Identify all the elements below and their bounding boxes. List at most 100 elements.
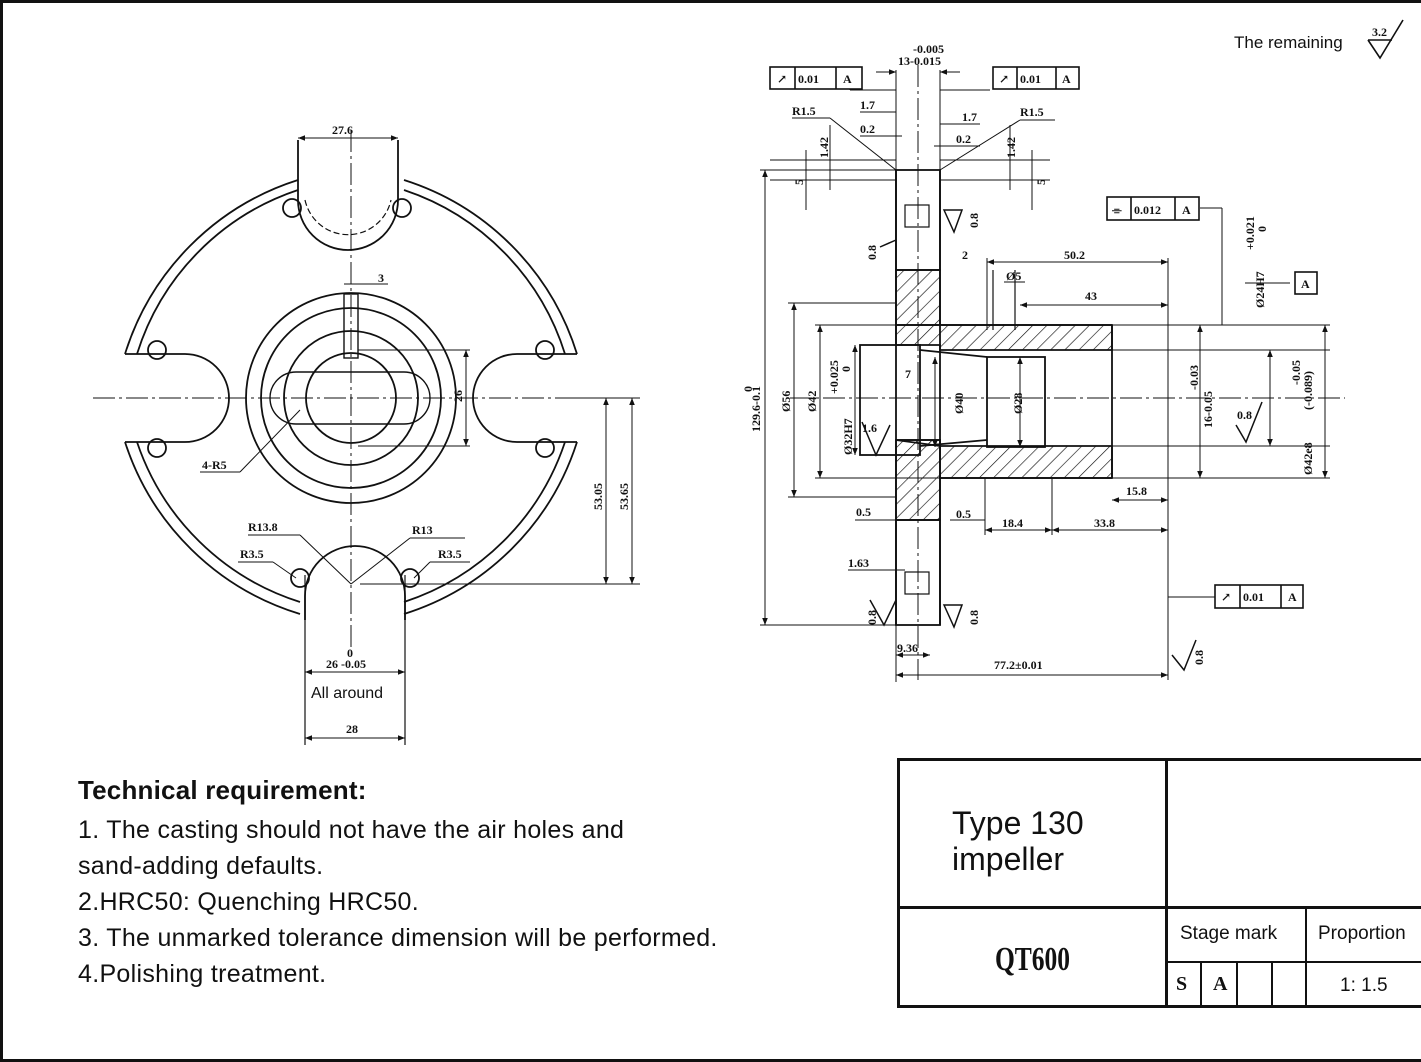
dim-corner-radius: 4-R5 [202,458,227,472]
svg-text:9.36: 9.36 [897,641,918,655]
dim-bottom-slot-tol-lower: -0.05 [341,657,366,671]
svg-text:+0.021: +0.021 [1243,216,1257,250]
tech-req-line: 4.Polishing treatment. [78,960,327,988]
svg-text:A: A [1062,72,1071,86]
stage-cell: S [1176,973,1188,995]
tech-req-line: 3. The unmarked tolerance dimension will… [78,924,718,952]
surface-roughness-value: 3.2 [1372,25,1387,39]
svg-text:-0.05: -0.05 [1289,360,1303,385]
symmetry-icon: ⌯ [1111,203,1122,217]
svg-text:50.2: 50.2 [1064,248,1085,262]
surface-note: The remaining 3.2 [1234,19,1404,60]
svg-text:1.7: 1.7 [860,98,875,112]
roughness-icon [942,604,964,629]
svg-text:0.5: 0.5 [856,505,871,519]
svg-text:0.8: 0.8 [1237,408,1252,422]
dim-depth-outer: 53.65 [617,483,631,510]
dim-key-width: 3 [378,271,384,285]
svg-text:1.7: 1.7 [962,110,977,124]
tech-req-title: Technical requirement: [78,775,367,805]
svg-text:7: 7 [905,367,911,381]
svg-text:1.42: 1.42 [1004,137,1018,158]
svg-text:A: A [1182,203,1191,217]
dim-bottom-slot-nominal: 26 [326,657,338,671]
dim-radius-left-large: R13.8 [248,520,278,534]
svg-text:Ø5: Ø5 [1006,269,1021,283]
roughness-icon [879,239,897,248]
part-name: Type 130 impeller [952,805,1084,877]
svg-text:0.01: 0.01 [798,72,819,86]
stage-cell: A [1213,973,1228,995]
runout-icon: ↗ [999,72,1009,86]
svg-text:0.012: 0.012 [1134,203,1161,217]
svg-text:15.8: 15.8 [1126,484,1147,498]
dim-bottom-overall: 28 [346,722,358,736]
tech-req-line: 1. The casting should not have the air h… [78,816,625,844]
svg-text:-0.03: -0.03 [1187,365,1201,390]
roughness-icon [1367,19,1404,60]
dim-top-slot-width: 27.6 [332,123,353,137]
svg-text:1.6: 1.6 [862,421,877,435]
dim-depth-inner: 53.05 [591,483,605,510]
svg-text:-0.005: -0.005 [913,42,944,56]
svg-text:Ø28: Ø28 [1011,393,1025,414]
svg-text:A: A [843,72,852,86]
svg-text:18.4: 18.4 [1002,516,1023,530]
runout-icon: ↗ [1221,590,1231,604]
svg-text:Ø42: Ø42 [805,391,819,412]
roughness-icon [1235,401,1263,444]
svg-text:16-0.05: 16-0.05 [1201,391,1215,428]
roughness-marks [861,209,1263,672]
svg-text:Ø32H7: Ø32H7 [841,418,855,455]
tech-req-line: sand-adding defaults. [78,852,324,880]
all-around-note: All around [311,685,383,702]
surface-note-label: The remaining [1234,33,1343,52]
dim-radius-left-small: R3.5 [240,547,264,561]
material: QT600 [994,940,1071,978]
dim-key-height: 26 [451,390,465,402]
svg-text:R1.5: R1.5 [792,104,816,118]
svg-text:0.2: 0.2 [956,132,971,146]
svg-text:1.42: 1.42 [817,137,831,158]
dim-radius-right-large: R13 [412,523,433,537]
svg-text:Ø24H7: Ø24H7 [1253,271,1267,308]
svg-text:77.2±0.01: 77.2±0.01 [994,658,1043,672]
svg-text:0.8: 0.8 [967,610,981,625]
svg-text:1.63: 1.63 [848,556,869,570]
svg-text:0: 0 [839,366,853,372]
svg-text:0.8: 0.8 [967,213,981,228]
svg-text:(-0.089): (-0.089) [1301,371,1315,410]
proportion-value: 1: 1.5 [1340,975,1388,996]
roughness-icon [942,209,964,234]
svg-text:0.8: 0.8 [865,610,879,625]
svg-text:43: 43 [1085,289,1097,303]
proportion-label: Proportion [1318,923,1406,944]
title-block: Type 130 impeller QT600 Stage mark Propo… [897,758,1421,1008]
roughness-icon [869,599,897,627]
svg-text:5: 5 [792,179,806,185]
svg-text:Ø56: Ø56 [779,391,793,412]
svg-text:A: A [1301,277,1310,291]
svg-text:33.8: 33.8 [1094,516,1115,530]
runout-frame-bottom: ↗ 0.01 A [1214,584,1304,609]
svg-text:5: 5 [1034,179,1048,185]
svg-text:A: A [1288,590,1297,604]
roughness-icon [861,421,891,457]
runout-icon: ↗ [777,72,787,86]
svg-text:Ø42e8: Ø42e8 [1301,442,1315,475]
svg-text:0.2: 0.2 [860,122,875,136]
svg-text:+0.025: +0.025 [827,360,841,394]
front-view [93,130,635,745]
symmetry-frame: ⌯ 0.012 A [1106,196,1200,221]
section-view-labels: -0.005 13-0.015 R1.5 R1.5 1.7 1.7 0.2 0.… [741,42,1315,672]
front-view-dimensions [200,135,640,741]
runout-frame-right: ↗ 0.01 A [992,66,1080,90]
front-view-labels: 27.6 3 26 4-R5 53.05 53.65 R13.8 R13 R3.… [202,123,631,736]
stage-mark-label: Stage mark [1180,923,1278,944]
datum-a-box: A [1294,271,1318,295]
svg-text:129.6-0.1: 129.6-0.1 [749,386,763,432]
runout-frame-left: ↗ 0.01 A [769,66,863,90]
dim-radius-right-small: R3.5 [438,547,462,561]
